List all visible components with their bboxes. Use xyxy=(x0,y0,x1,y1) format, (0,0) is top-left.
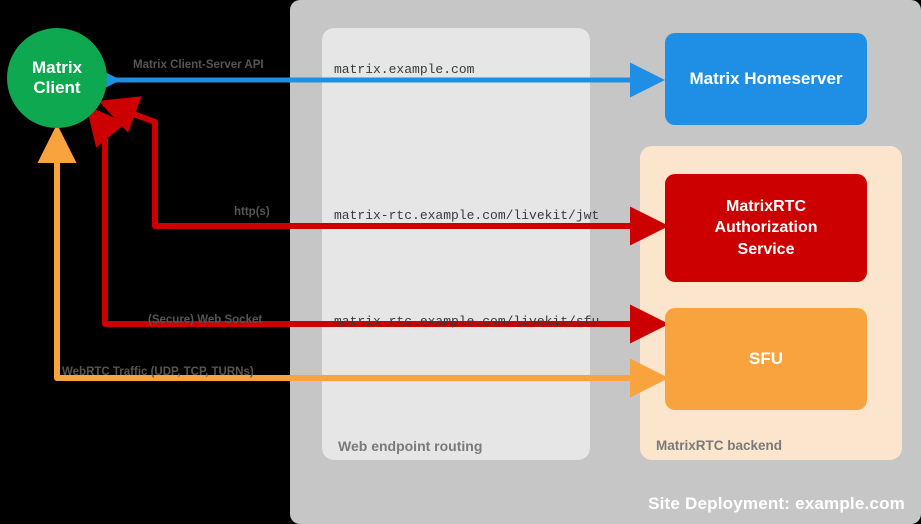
arrow-http-s-jwt xyxy=(98,96,669,246)
node-matrix-homeserver[interactable]: Matrix Homeserver xyxy=(665,33,867,125)
web-endpoint-routing-panel xyxy=(322,28,590,460)
node-matrix-client[interactable]: Matrix Client xyxy=(7,28,107,128)
web-endpoint-routing-label: Web endpoint routing xyxy=(338,438,483,454)
auth-label-line3: Service xyxy=(737,240,795,258)
arrow-secure-web-socket xyxy=(86,105,669,344)
auth-label-line1: MatrixRTC xyxy=(725,198,806,216)
sfu-label: SFU xyxy=(749,349,783,368)
matrixrtc-backend-label: MatrixRTC backend xyxy=(656,438,783,453)
label-secure-web-socket: (Secure) Web Socket xyxy=(148,314,263,326)
site-deployment-label: Site Deployment: example.com xyxy=(648,494,905,513)
label-webrtc-traffic: WebRTC Traffic (UDP, TCP, TURNs) xyxy=(62,366,254,378)
label-http-s: http(s) xyxy=(234,206,270,218)
label-matrix-client-server-api: Matrix Client-Server API xyxy=(133,59,264,71)
endpoint-livekit-jwt: matrix-rtc.example.com/livekit/jwt xyxy=(334,208,600,223)
matrix-homeserver-label: Matrix Homeserver xyxy=(689,69,843,88)
endpoint-livekit-sfu: matrix-rtc.example.com/livekit/sfu xyxy=(334,314,600,329)
auth-label-line2: Authorization xyxy=(714,219,818,237)
matrix-client-label-line1: Matrix xyxy=(31,57,83,77)
arrow-webrtc-traffic xyxy=(37,124,669,398)
matrix-client-label-line2: Client xyxy=(33,78,81,97)
endpoint-matrix-example-com: matrix.example.com xyxy=(334,62,475,77)
node-sfu[interactable]: SFU xyxy=(665,308,867,410)
node-matrixrtc-authorization-service[interactable]: MatrixRTC Authorization Service xyxy=(665,174,867,282)
